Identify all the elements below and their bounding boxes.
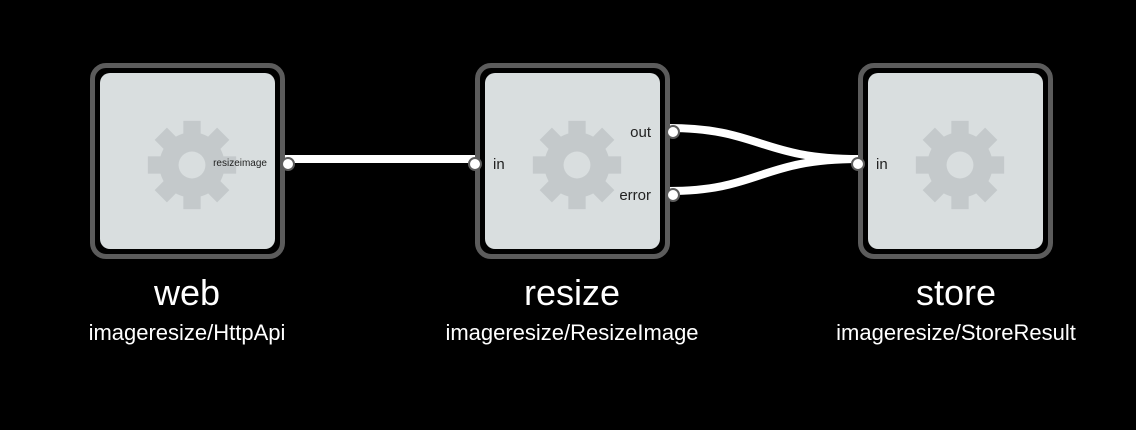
out-port-resizeimage[interactable] — [281, 157, 295, 171]
port-label-out: out — [630, 124, 651, 141]
node-web[interactable]: resizeimage — [90, 63, 295, 259]
port-label-in: in — [876, 156, 888, 173]
edge-resize-error-to-store-in[interactable] — [667, 155, 860, 195]
node-component-resize: imageresize/ResizeImage — [445, 320, 699, 345]
node-component-store: imageresize/StoreResult — [836, 320, 1076, 345]
node-title-resize: resize — [523, 272, 621, 313]
node-title-web: web — [153, 272, 221, 313]
node-body — [485, 73, 660, 249]
gear-icon — [147, 120, 237, 210]
port-label-resizeimage: resizeimage — [213, 158, 267, 169]
gear-icon — [532, 120, 622, 210]
node-resize[interactable]: in out error — [468, 63, 680, 259]
port-label-error: error — [619, 187, 651, 204]
node-body — [100, 73, 275, 249]
edge-resize-out-to-store-in[interactable] — [667, 124, 860, 163]
in-port-in[interactable] — [851, 157, 865, 171]
gear-icon — [915, 120, 1005, 210]
out-port-out[interactable] — [666, 125, 680, 139]
node-store[interactable]: in — [851, 63, 1053, 259]
port-label-in: in — [493, 156, 505, 173]
node-title-store: store — [915, 272, 997, 313]
node-body — [868, 73, 1043, 249]
in-port-in[interactable] — [468, 157, 482, 171]
node-component-web: imageresize/HttpApi — [88, 320, 286, 345]
out-port-error[interactable] — [666, 188, 680, 202]
